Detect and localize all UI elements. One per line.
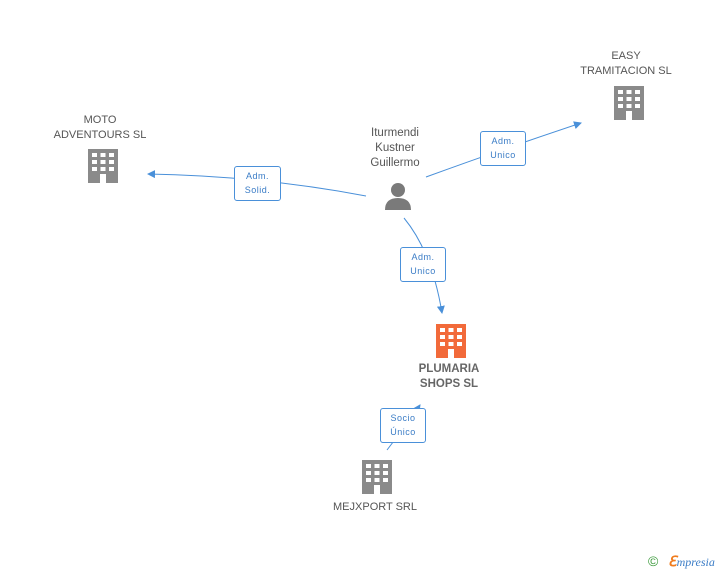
person-icon xyxy=(385,183,411,210)
company-label-easy[interactable]: EASY TRAMITACION SL xyxy=(580,50,672,77)
copyright-icon: © xyxy=(648,553,659,569)
company-label-moto[interactable]: MOTO ADVENTOURS SL xyxy=(53,114,147,141)
edge-label-socio-unico: Socio Único xyxy=(380,408,426,443)
building-icon-easy xyxy=(614,86,644,120)
company-label-mejxport[interactable]: MEJXPORT SRL xyxy=(333,501,417,513)
person-name-label[interactable]: Iturmendi Kustner Guillermo xyxy=(370,127,420,169)
building-icon-mejxport xyxy=(362,460,392,494)
edge-label-adm-unico-easy: Adm. Unico xyxy=(480,131,526,166)
building-icon-main xyxy=(436,324,466,358)
building-icon-moto xyxy=(88,149,118,183)
edge-label-adm-solid: Adm. Solid. xyxy=(234,166,281,201)
brand-logo: ℇmpresia xyxy=(668,555,715,570)
edge-label-adm-unico-main: Adm. Unico xyxy=(400,247,446,282)
company-label-main[interactable]: PLUMARIA SHOPS SL xyxy=(418,363,480,390)
